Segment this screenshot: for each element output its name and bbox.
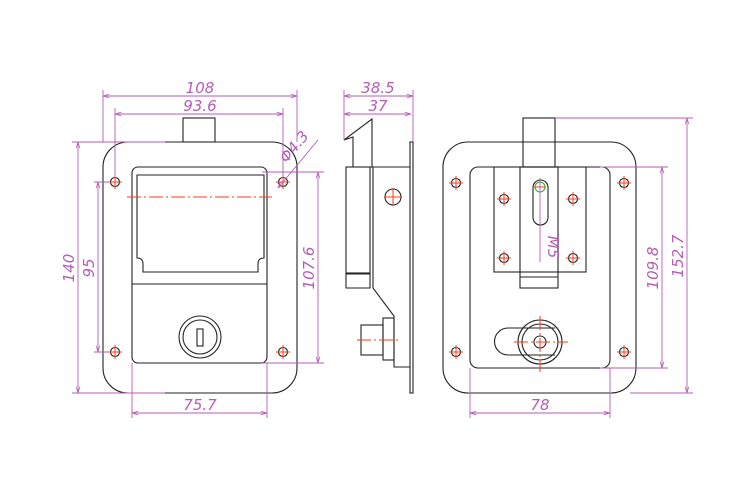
- dim-hole-spacing-h: 93.6: [183, 97, 216, 115]
- key-slot: [196, 328, 204, 347]
- flange-plate: [102, 141, 298, 394]
- bracket-hole: [496, 191, 512, 207]
- dim-height-overall: 140: [60, 254, 78, 283]
- front-view: 108 93.6 140 95 107.6 75.7 Φ4.3: [60, 79, 324, 418]
- handle-recess: [131, 166, 268, 364]
- mounting-hole: [616, 344, 632, 360]
- nut: [382, 317, 395, 361]
- thread-label: M5: [544, 236, 562, 259]
- dim-depth-body: 37: [368, 97, 388, 115]
- mounting-hole: [448, 175, 464, 191]
- paddle-handle: [136, 174, 265, 273]
- key-lock: [178, 315, 222, 359]
- bracket-hole: [496, 250, 512, 266]
- dim-hole-spacing-v: 95: [80, 258, 98, 277]
- dim-recess-height: 107.6: [300, 247, 318, 290]
- dim-hole-diameter: Φ4.3: [276, 127, 313, 166]
- mounting-hole: [275, 344, 291, 360]
- mounting-hole: [107, 344, 123, 360]
- dim-housing-height: 109.8: [644, 247, 662, 290]
- bracket-hole: [565, 191, 581, 207]
- flange-plate: [442, 141, 637, 394]
- mounting-hole: [616, 175, 632, 191]
- flange-edge: [409, 141, 414, 394]
- cam-lock: [493, 316, 568, 372]
- handle-side: [345, 166, 371, 274]
- dim-width-overall: 108: [186, 79, 215, 97]
- side-view: 38.5 37: [343, 79, 414, 394]
- dim-housing-width: 78: [530, 396, 549, 414]
- latch-bolt: [182, 117, 216, 143]
- dim-height-with-bolt: 152.7: [669, 234, 687, 277]
- latch-tongue: [343, 117, 373, 167]
- bracket-hole: [565, 250, 581, 266]
- slider: [519, 166, 559, 289]
- dim-recess-width: 75.7: [183, 396, 217, 414]
- mounting-hole: [448, 344, 464, 360]
- rear-view: M5 109.8 152.7 78: [442, 117, 693, 418]
- dim-depth-overall: 38.5: [361, 79, 394, 97]
- slot: [532, 179, 549, 226]
